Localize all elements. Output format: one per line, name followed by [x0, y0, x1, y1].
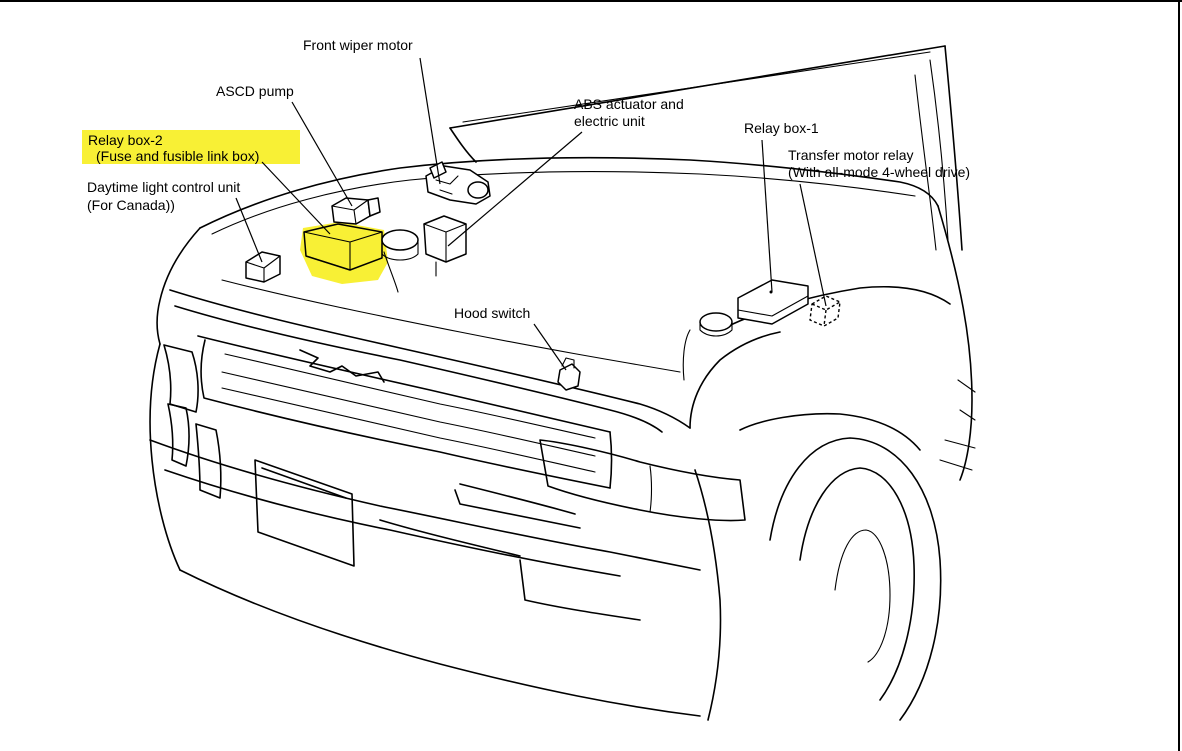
leader-relay-box-2	[261, 161, 331, 235]
label-abs-actuator-line1: ABS actuator and	[574, 96, 684, 112]
leader-front-wiper-motor	[419, 57, 441, 185]
label-relay-box-1: Relay box-1	[744, 120, 819, 136]
ascd-pump-part	[331, 197, 381, 225]
leader-relay-box-1	[761, 139, 773, 293]
abs-actuator-part	[423, 215, 467, 277]
hood-switch-part	[557, 357, 581, 391]
front-fascia	[149, 335, 746, 717]
leader-lines	[235, 57, 827, 371]
engine-bay-components	[245, 161, 841, 391]
label-transfer-motor-relay-line1: Transfer motor relay	[788, 147, 914, 163]
reservoir-cap-part	[381, 229, 419, 293]
label-transfer-motor-relay-line2: (With all-mode 4-wheel drive)	[788, 164, 970, 180]
leader-ascd-pump	[291, 101, 353, 207]
label-daytime-light-line2: (For Canada))	[87, 197, 175, 213]
relay-box-2-label-highlight	[82, 130, 300, 164]
label-hood-switch: Hood switch	[454, 305, 530, 321]
relay-box-1-part	[737, 279, 809, 325]
front-wiper-motor-part	[425, 161, 491, 205]
leader-transfer-motor-relay	[799, 183, 827, 307]
label-abs-actuator-line2: electric unit	[574, 113, 645, 129]
leader-abs-actuator	[447, 131, 583, 247]
transfer-motor-relay-part	[809, 295, 841, 327]
label-daytime-light-line1: Daytime light control unit	[87, 179, 240, 195]
leader-hood-switch	[533, 323, 567, 371]
washer-tank-part	[682, 312, 733, 381]
callout-labels: Front wiper motor ASCD pump ABS actuator…	[87, 37, 970, 321]
label-relay-box-2-line1: Relay box-2	[88, 132, 163, 148]
label-front-wiper-motor: Front wiper motor	[303, 37, 413, 53]
leader-daytime-light	[235, 197, 263, 263]
daytime-light-control-unit-part	[245, 251, 281, 283]
vehicle-body	[156, 156, 976, 721]
open-hood	[449, 45, 963, 251]
label-ascd-pump: ASCD pump	[216, 83, 294, 99]
relay-box-2-part	[303, 223, 383, 271]
label-relay-box-2-line2: (Fuse and fusible link box)	[96, 148, 259, 164]
